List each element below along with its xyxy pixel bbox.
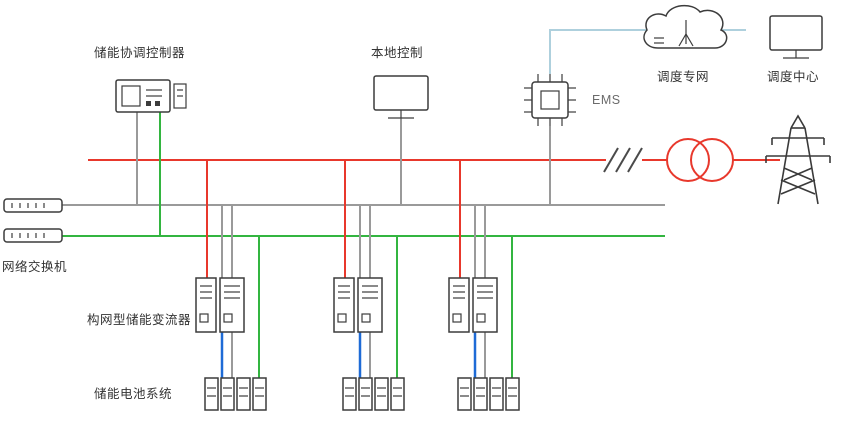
converter-icon [448, 277, 498, 333]
isolator-slashes [603, 147, 643, 173]
label-coordinator: 储能协调控制器 [94, 46, 186, 60]
network-switch-icon [3, 198, 63, 243]
label-local-control: 本地控制 [371, 46, 424, 60]
ems-chip-icon [524, 74, 576, 126]
transformer-icon [666, 138, 734, 182]
battery-rack-icons [342, 377, 405, 411]
transmission-tower-icon [765, 114, 831, 205]
converter-battery-group-1 [195, 161, 267, 411]
label-network-switch: 网络交换机 [2, 260, 68, 274]
label-ems: EMS [592, 93, 621, 107]
battery-rack-icons [204, 377, 267, 411]
converter-icon [333, 277, 383, 333]
converter-battery-group-3 [448, 161, 520, 411]
label-battery-system: 储能电池系统 [94, 387, 173, 401]
dispatch-center-monitor-icon [769, 15, 823, 59]
converter-battery-group-2 [333, 161, 405, 411]
converter-icon [195, 277, 245, 333]
coordinator-controller-icon [115, 79, 187, 113]
local-control-monitor-icon [373, 75, 429, 119]
label-converter: 构网型储能变流器 [87, 313, 192, 327]
dispatch-network-cloud-icon [643, 4, 728, 49]
battery-rack-icons [457, 377, 520, 411]
label-dispatch-center: 调度中心 [767, 70, 820, 84]
label-dispatch-network: 调度专网 [657, 70, 710, 84]
